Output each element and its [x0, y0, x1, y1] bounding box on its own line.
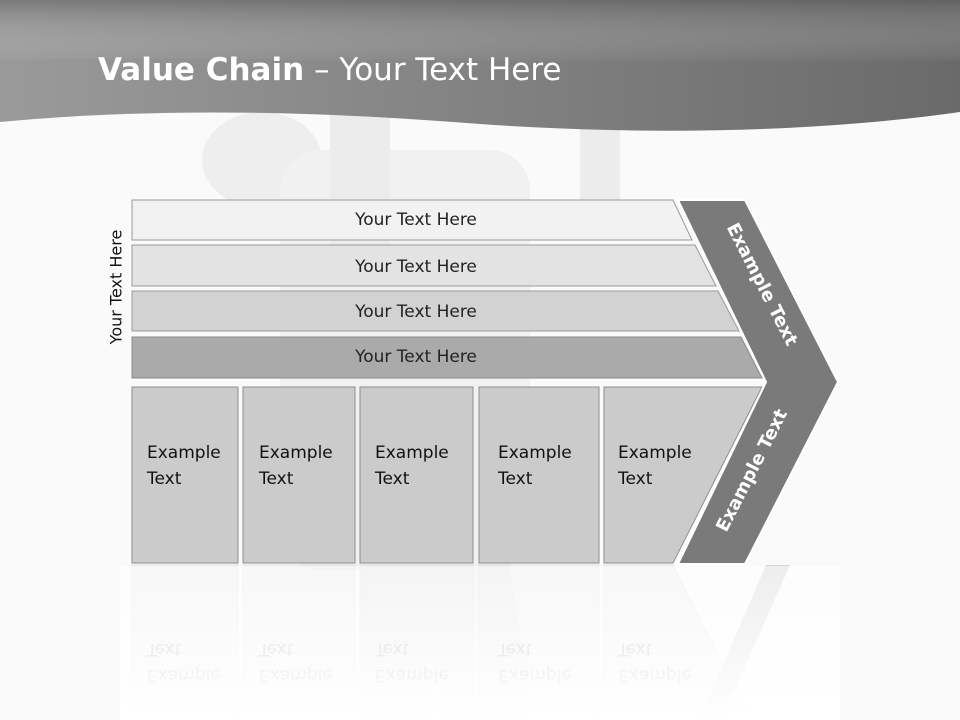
- support-row-1[interactable]: Your Text Here: [131, 199, 693, 241]
- margin-arrow[interactable]: Example Text Example Text: [676, 199, 840, 565]
- primary-column-3[interactable]: Example Text: [359, 386, 474, 564]
- support-row-label: Your Text Here: [354, 302, 477, 322]
- support-row-4[interactable]: Your Text Here: [131, 336, 763, 379]
- column-line-2: Text: [258, 469, 294, 489]
- primary-column-5[interactable]: Example Text: [603, 386, 763, 564]
- column-line-1: Example: [375, 443, 449, 463]
- reflection-fade: [120, 566, 840, 720]
- page-title: Value Chain – Your Text Here: [98, 52, 561, 88]
- column-line-1: Example: [618, 443, 692, 463]
- primary-column-1[interactable]: Example Text: [131, 386, 239, 564]
- column-line-1: Example: [259, 443, 333, 463]
- column-line-1: Example: [147, 443, 221, 463]
- column-line-2: Text: [497, 469, 533, 489]
- header-band: [0, 0, 960, 131]
- column-line-2: Text: [617, 469, 653, 489]
- support-row-label: Your Text Here: [354, 257, 477, 277]
- support-row-2[interactable]: Your Text Here: [131, 244, 717, 287]
- column-line-2: Text: [374, 469, 410, 489]
- support-row-label: Your Text Here: [354, 347, 477, 367]
- primary-column-2[interactable]: Example Text: [242, 386, 356, 564]
- title-bold: Value Chain: [98, 52, 305, 88]
- column-line-1: Example: [498, 443, 572, 463]
- support-row-label: Your Text Here: [354, 210, 477, 230]
- title-rest: – Your Text Here: [304, 52, 562, 88]
- primary-column-4[interactable]: Example Text: [478, 386, 600, 564]
- support-row-3[interactable]: Your Text Here: [131, 290, 740, 332]
- column-line-2: Text: [146, 469, 182, 489]
